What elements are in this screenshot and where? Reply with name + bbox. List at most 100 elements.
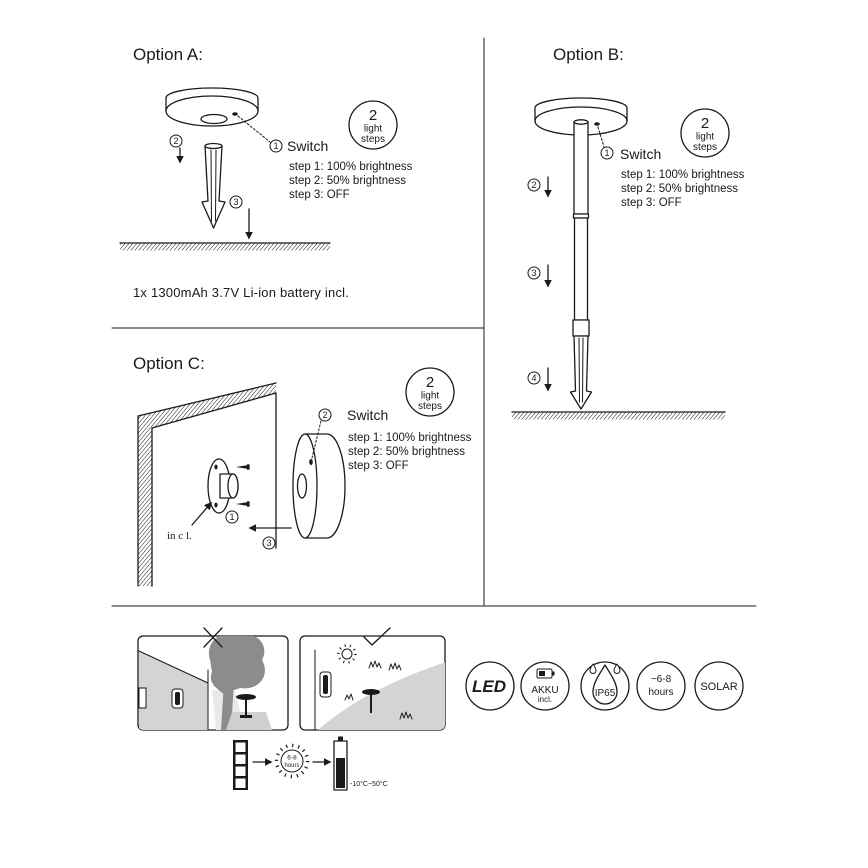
marker-circle	[527, 178, 541, 192]
pole-lower-segment	[573, 217, 589, 321]
badge-circle	[405, 367, 455, 417]
grass-tuft	[344, 693, 354, 701]
badge-count: 2	[701, 115, 709, 132]
marker-circle	[527, 371, 541, 385]
charging-sequence: 6-8 hours -10°C~50°C	[233, 736, 388, 791]
panel-cell	[235, 766, 246, 776]
wall-inner-edge	[151, 392, 277, 587]
marker-circle	[169, 134, 183, 148]
pole-lamp	[534, 97, 628, 410]
option-a: Option A: 2 3 2	[119, 45, 413, 300]
bracket-boss-end	[227, 473, 239, 499]
option-c-title: Option C:	[133, 354, 205, 373]
temperature-range: -10°C~50°C	[350, 780, 388, 788]
pole-top	[573, 119, 589, 125]
sun-rays	[274, 743, 310, 779]
icon-circle	[636, 661, 686, 711]
lamp-light-area	[226, 712, 272, 730]
step-marker: 3	[527, 266, 541, 280]
icon-circle	[465, 661, 515, 711]
switch-leader	[237, 115, 271, 143]
wall-lamp-lens	[323, 675, 328, 694]
placement-wrong	[137, 627, 289, 731]
sun-hours-value: 6-8	[287, 755, 297, 762]
puck-socket	[296, 473, 308, 499]
lamp-bottom-rim	[165, 95, 259, 112]
runtime-icon: ~6-8 hours	[636, 661, 686, 711]
ground-spike	[201, 142, 226, 229]
water-drop-icon	[592, 664, 618, 705]
panel-scene	[138, 636, 272, 730]
battery-charge	[336, 758, 345, 788]
step-marker: 3	[229, 195, 243, 209]
ground	[119, 242, 331, 251]
switch-button	[232, 112, 238, 116]
ground-hatching	[512, 412, 725, 420]
light-steps-badge: 2 light steps	[348, 100, 398, 150]
step-3-text: step 3: OFF	[621, 197, 682, 209]
step-marker: 2	[169, 134, 183, 148]
wall-lamp-puck	[292, 433, 346, 539]
led-label: LED	[472, 677, 506, 696]
battery-terminal	[552, 671, 555, 676]
ip-rating-label: IP65	[595, 688, 616, 699]
small-drop-icon	[613, 663, 621, 674]
battery-icon	[333, 736, 348, 791]
spike-rib	[578, 337, 580, 403]
check-mark-icon	[363, 627, 391, 646]
stake-lamp-head	[362, 689, 380, 695]
roof-line	[138, 650, 209, 684]
switch-marker: 2	[318, 408, 332, 422]
led-icon: LED	[465, 661, 515, 711]
solar-panel-icon	[233, 740, 248, 790]
marker-circle	[229, 195, 243, 209]
screw	[236, 465, 247, 469]
step-1-text: step 1: 100% brightness	[348, 432, 472, 444]
badge-line1: light	[364, 124, 383, 135]
badge-circle	[680, 108, 730, 158]
battery-included-icon: AKKU incl.	[520, 661, 570, 711]
step-marker: 1	[225, 510, 239, 524]
marker-number: 1	[604, 148, 609, 158]
ground	[511, 411, 726, 420]
screw-head	[247, 464, 250, 470]
icon-circle	[520, 661, 570, 711]
step-marker: 2	[527, 178, 541, 192]
runtime-value: ~6-8	[651, 674, 672, 685]
marker-number: 1	[273, 141, 278, 151]
option-c: Option C: in c l. 1	[133, 354, 472, 587]
sun-icon	[337, 644, 357, 664]
sun-disc	[341, 648, 353, 660]
house-door	[138, 687, 147, 709]
marker-number: 2	[322, 410, 327, 420]
panel-frame	[233, 740, 248, 790]
battery-charge	[539, 671, 545, 676]
spike-rib	[582, 337, 584, 403]
marker-circle	[318, 408, 332, 422]
ground-hatching	[120, 243, 330, 251]
tree-branch	[213, 682, 228, 697]
switch-button	[594, 122, 600, 126]
marker-number: 1	[229, 512, 234, 522]
runtime-unit: hours	[648, 687, 673, 698]
step-3-text: step 3: OFF	[289, 189, 350, 201]
screw-hole	[214, 502, 218, 508]
step-2-text: step 2: 50% brightness	[621, 183, 738, 195]
marker-number: 2	[531, 180, 536, 190]
stake-lamp-base	[240, 715, 252, 718]
panel-scene	[314, 644, 445, 730]
badge-line2: steps	[418, 401, 442, 412]
step-1-text: step 1: 100% brightness	[289, 161, 413, 173]
spike-cap	[204, 142, 223, 150]
solar-icon: SOLAR	[694, 661, 744, 711]
pole-upper-segment	[573, 121, 589, 215]
panel-cell	[235, 754, 246, 764]
switch-button	[309, 459, 313, 465]
step-2-text: step 2: 50% brightness	[348, 446, 465, 458]
grass-tuft	[388, 662, 402, 671]
battery-note: 1x 1300mAh 3.7V Li-ion battery incl.	[133, 285, 349, 300]
marker-circle	[527, 266, 541, 280]
switch-marker: 1	[269, 139, 283, 153]
switch-label: Switch	[347, 407, 388, 423]
